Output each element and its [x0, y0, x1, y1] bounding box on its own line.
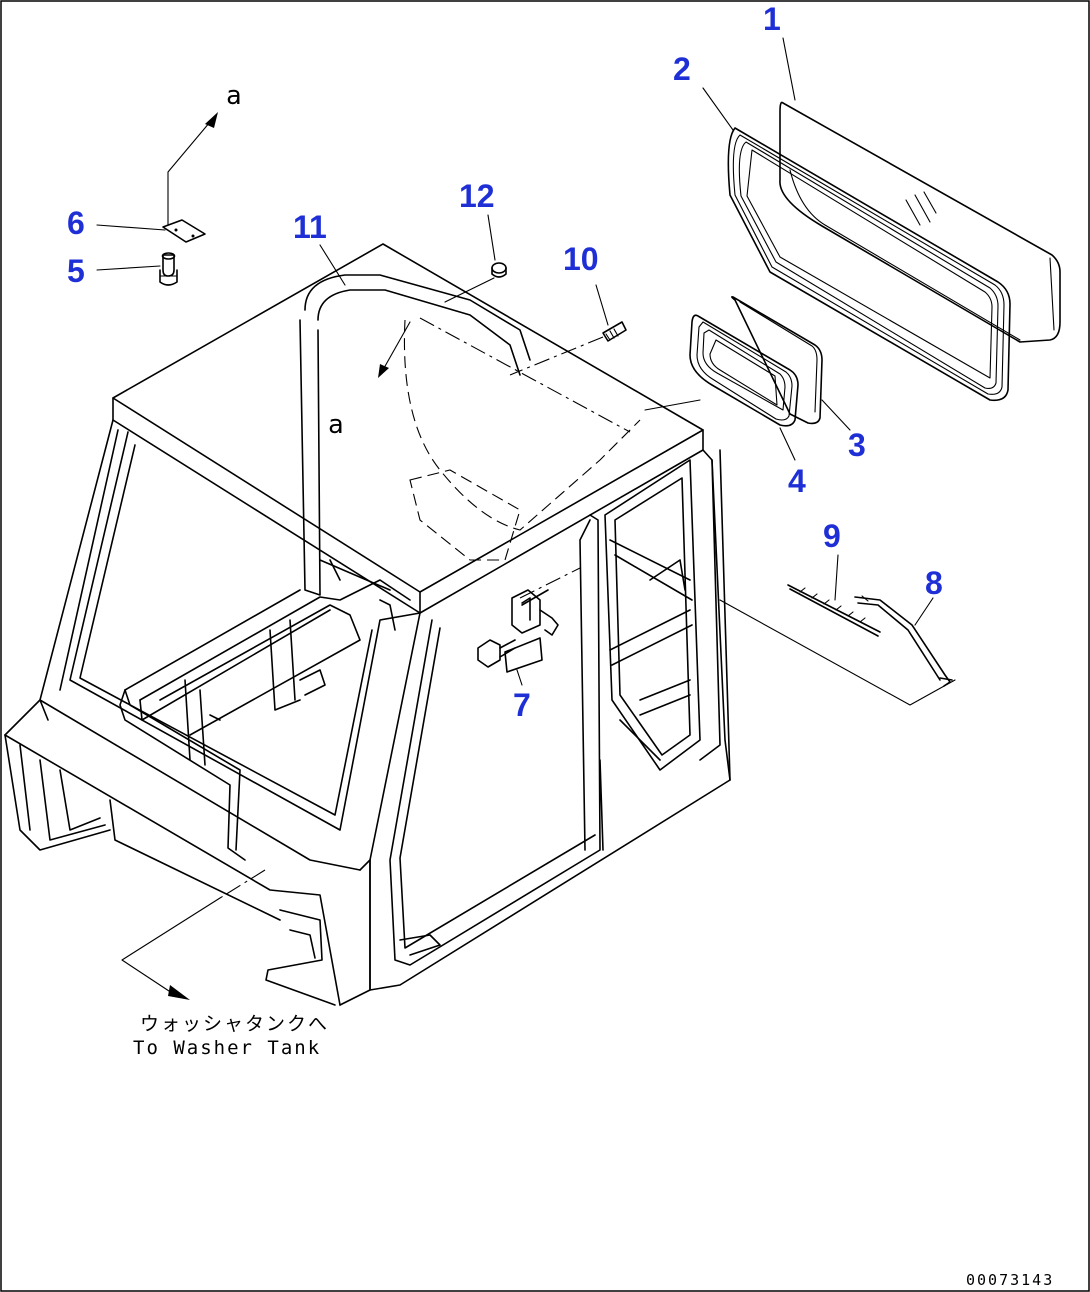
- callout-1: 1: [763, 1, 781, 37]
- callout-10: 10: [563, 241, 599, 277]
- part-9-wiper-blade: [787, 584, 881, 637]
- part-5-bolt: [159, 252, 178, 286]
- callout-6: 6: [67, 205, 85, 241]
- callout-5: 5: [67, 253, 85, 289]
- reference-a-cab: a: [328, 410, 344, 440]
- part-12-nut: [491, 262, 507, 278]
- callout-3: 3: [848, 427, 866, 463]
- callout-2: 2: [673, 51, 691, 87]
- callout-labels: 1 2 3 4 5 6 7 8 9 10 11 12 a a ウォッシャタンクへ…: [67, 1, 1054, 1289]
- drawing-number: 00073143: [966, 1271, 1054, 1289]
- callout-7: 7: [513, 687, 531, 723]
- part-2-gasket: [727, 127, 1011, 402]
- washer-note-english: To Washer Tank: [133, 1037, 321, 1059]
- callout-12: 12: [459, 178, 495, 214]
- cab-frame: [4, 243, 731, 1006]
- part-3-glass: [731, 296, 823, 425]
- callout-9: 9: [823, 518, 841, 554]
- leader-lines: [96, 37, 956, 1000]
- washer-note-japanese: ウォッシャタンクへ: [140, 1013, 329, 1035]
- part-10-nozzle: [602, 321, 627, 342]
- part-7-bracket: [477, 567, 581, 673]
- callout-4: 4: [788, 463, 806, 499]
- part-6-plate: [162, 219, 206, 243]
- callout-11: 11: [293, 209, 327, 245]
- reference-a-top: a: [226, 81, 242, 111]
- part-8-wiper-arm: [854, 595, 953, 687]
- part-1-glass: [779, 101, 1061, 343]
- callout-8: 8: [925, 565, 943, 601]
- part-4-gasket: [689, 314, 799, 427]
